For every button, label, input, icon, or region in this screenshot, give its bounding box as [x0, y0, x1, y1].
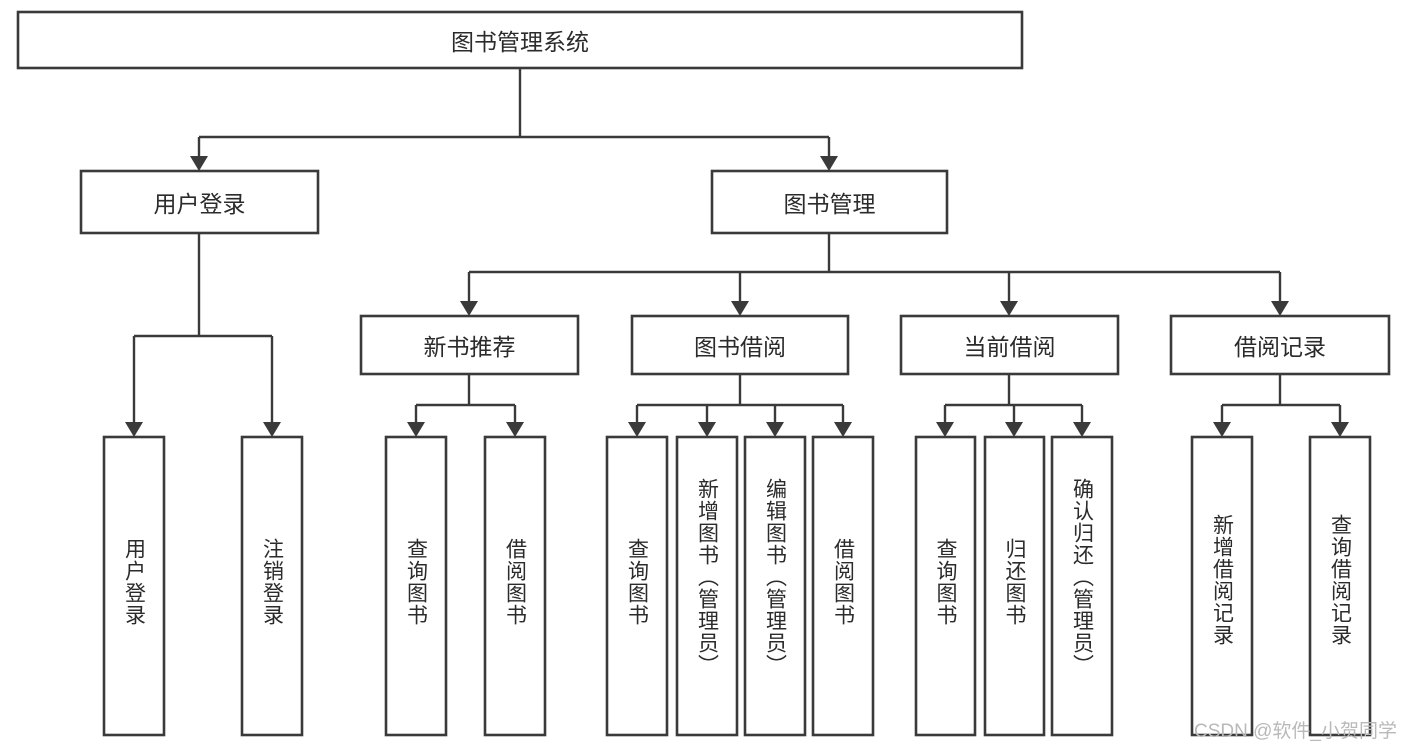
connector-layer [125, 68, 1349, 437]
node-leaf-add-record-box[interactable] [1190, 435, 1254, 737]
node-book-management-box[interactable] [710, 169, 949, 235]
book-borrow-branch-arrow-0 [628, 422, 646, 437]
book-management-branch-arrow-2 [1000, 301, 1018, 316]
borrow-record-branch-arrow-1 [1331, 422, 1349, 437]
book-management-branch-arrow-1 [731, 301, 749, 316]
node-book-borrow-box[interactable] [630, 314, 850, 376]
node-leaf-query-book-nbr-box[interactable] [384, 435, 448, 737]
node-leaf-return-book-box[interactable] [983, 435, 1046, 737]
root-branch-arrow-1 [820, 156, 838, 171]
book-management-branch-arrow-0 [460, 301, 478, 316]
node-leaf-query-book-cb-box[interactable] [914, 435, 977, 737]
node-leaf-confirm-return-box[interactable] [1050, 435, 1114, 737]
node-current-borrow-box[interactable] [899, 314, 1120, 376]
node-leaf-user-login-box[interactable] [102, 435, 166, 737]
user-login-branch-arrow-0 [125, 422, 143, 437]
current-borrow-branch-arrow-0 [936, 422, 954, 437]
current-borrow-branch-arrow-2 [1073, 422, 1091, 437]
new-book-recommend-branch-arrow-1 [506, 422, 524, 437]
node-box-layer [16, 10, 1391, 737]
borrow-record-branch-arrow-0 [1213, 422, 1231, 437]
node-leaf-edit-book-box[interactable] [743, 435, 807, 737]
book-borrow-branch-arrow-2 [766, 422, 784, 437]
node-new-book-recommend-box[interactable] [359, 314, 580, 376]
book-borrow-branch-arrow-3 [834, 422, 852, 437]
node-root-box[interactable] [16, 10, 1024, 70]
current-borrow-branch-arrow-1 [1005, 422, 1023, 437]
node-leaf-query-record-box[interactable] [1308, 435, 1372, 737]
book-management-branch-arrow-3 [1271, 301, 1289, 316]
book-borrow-branch-arrow-1 [698, 422, 716, 437]
node-leaf-add-book-box[interactable] [675, 435, 739, 737]
node-leaf-logout-box[interactable] [240, 435, 304, 737]
node-leaf-borrow-book-nbr-box[interactable] [483, 435, 547, 737]
root-branch-arrow-0 [190, 156, 208, 171]
node-user-login-box[interactable] [79, 169, 320, 235]
node-leaf-query-book-bb-box[interactable] [605, 435, 669, 737]
user-login-branch-arrow-1 [263, 422, 281, 437]
node-leaf-borrow-book-bb-box[interactable] [811, 435, 875, 737]
node-borrow-record-box[interactable] [1169, 314, 1391, 376]
new-book-recommend-branch-arrow-0 [407, 422, 425, 437]
